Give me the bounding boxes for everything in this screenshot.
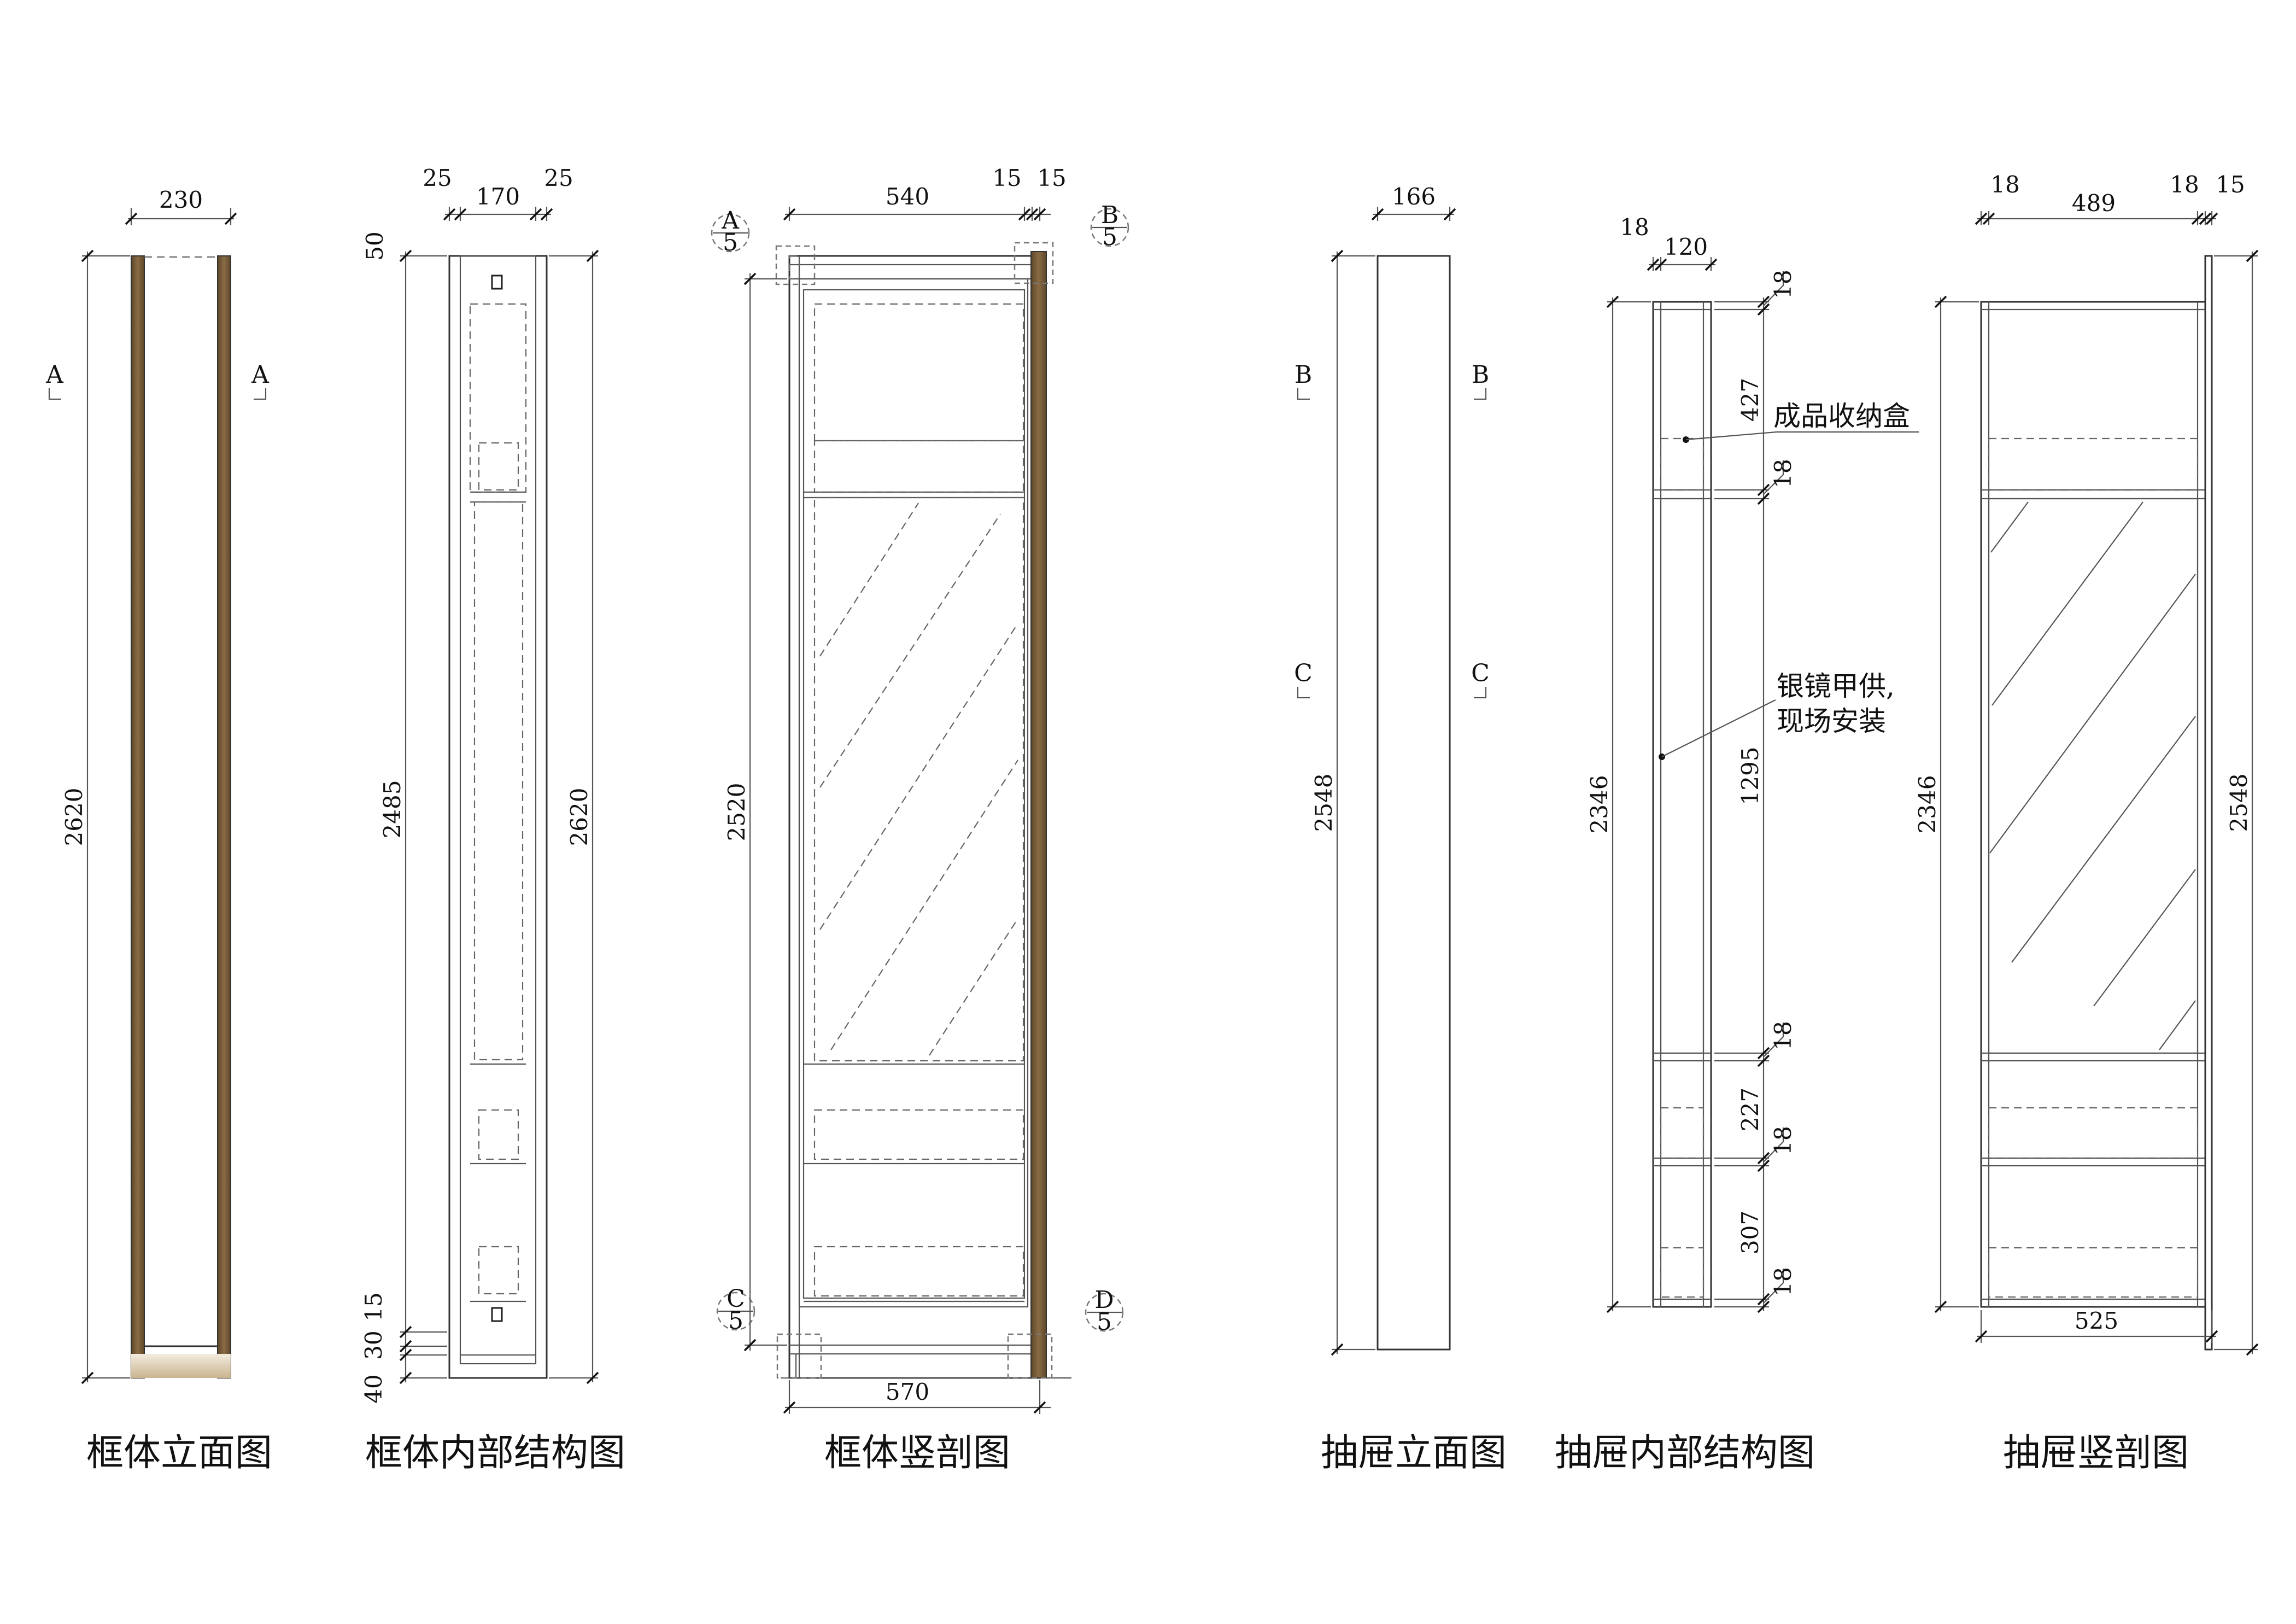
mirror-hatch — [819, 503, 1018, 1056]
dim-label: 2520 — [723, 783, 750, 842]
detail-letter: A — [721, 207, 740, 235]
section-mark-a-left: A — [45, 361, 64, 389]
dim-label: 18 — [1770, 1126, 1796, 1155]
dim-label: 40 — [360, 1374, 387, 1403]
dim-label: 18 — [1770, 1021, 1796, 1050]
dim-frame-section-width: 540 15 15 — [783, 165, 1067, 221]
frame-left-panel — [131, 255, 145, 1378]
dim-label: 25 — [423, 165, 452, 191]
dim-drawer-elevation-height: 2548 — [1310, 249, 1375, 1356]
view-frame-elevation: 230 2620 A A 框体立面图 — [45, 186, 272, 1475]
dim-frame-internal-width: 25 170 25 — [423, 165, 573, 221]
dim-label: 525 — [2075, 1307, 2118, 1334]
detail-callout-a: A 5 — [711, 207, 816, 285]
dim-label: 2620 — [566, 788, 593, 846]
dim-label: 540 — [886, 183, 929, 210]
detail-letter: D — [1094, 1286, 1114, 1314]
dim-frame-internal-height: 2620 — [549, 249, 599, 1385]
dim-label: 18 — [1770, 1267, 1796, 1296]
section-mark-c-left: C — [1294, 659, 1313, 687]
dim-label: 427 — [1737, 378, 1764, 422]
title-drawer-internal: 抽屉内部结构图 — [1555, 1432, 1815, 1475]
hinge-top-icon — [491, 274, 503, 290]
view-drawer-section: 18 489 18 15 2346 2548 525 — [1914, 171, 2259, 1475]
dim-drawer-internal-height: 2346 — [1586, 295, 1651, 1313]
detail-callout-b: B 5 — [1014, 201, 1129, 284]
title-drawer-section: 抽屉竖剖图 — [2003, 1432, 2189, 1475]
dim-drawer-internal-chain: 18 427 18 1295 18 227 18 307 18 — [1714, 270, 1796, 1313]
note-text-line2: 现场安装 — [1777, 705, 1886, 737]
dim-drawer-section-total-height: 2548 — [2214, 249, 2259, 1356]
note-text-line1: 银镜甲供, — [1777, 670, 1895, 702]
dim-drawer-internal-width: 18 120 — [1620, 214, 1718, 271]
title-frame-elevation: 框体立面图 — [86, 1432, 272, 1475]
detail-number: 5 — [728, 1307, 743, 1335]
view-frame-internal: 25 170 25 50 2485 15 30 40 — [360, 165, 625, 1475]
dim-label: 18 — [1770, 270, 1796, 299]
dim-label: 1295 — [1737, 747, 1764, 805]
dim-label: 25 — [544, 165, 573, 191]
dim-label: 166 — [1392, 183, 1436, 210]
dim-drawer-section-width: 18 489 18 15 — [1975, 171, 2245, 225]
dim-frame-section-height: 2520 — [723, 272, 787, 1352]
detail-callout-d: D 5 — [1007, 1286, 1124, 1379]
title-drawer-elevation: 抽屉立面图 — [1321, 1432, 1507, 1475]
dim-label: 50 — [361, 231, 388, 260]
dim-label: 2485 — [379, 780, 406, 839]
dim-label: 15 — [992, 165, 1021, 191]
detail-callout-c: C 5 — [716, 1285, 822, 1379]
dim-label: 15 — [2216, 171, 2245, 198]
dim-label: 2346 — [1586, 775, 1613, 834]
section-mark-c-right: C — [1471, 659, 1490, 687]
note-storage-box: 成品收纳盒 — [1683, 400, 1919, 443]
dim-label: 120 — [1664, 233, 1708, 260]
dim-label: 18 — [1620, 214, 1649, 241]
dim-label: 2620 — [61, 788, 87, 846]
dim-label: 2548 — [1310, 774, 1337, 832]
note-text: 成品收纳盒 — [1773, 400, 1910, 432]
detail-number: 5 — [1102, 223, 1117, 251]
dim-drawer-section-base: 525 — [1975, 1307, 2218, 1343]
dim-label: 30 — [360, 1330, 387, 1359]
title-frame-internal: 框体内部结构图 — [365, 1432, 625, 1475]
dim-drawer-section-inner-height: 2346 — [1914, 295, 1979, 1313]
section-mark-b-right: B — [1472, 361, 1489, 389]
mirror-hatch — [1989, 501, 2196, 1050]
dim-drawer-elevation-width: 166 — [1371, 183, 1456, 221]
frame-right-panel — [217, 255, 231, 1378]
dim-label: 2346 — [1914, 775, 1941, 834]
dim-label: 18 — [1990, 171, 2019, 198]
dim-label: 307 — [1737, 1211, 1764, 1254]
door-panel — [1030, 251, 1047, 1378]
frame-base-plinth — [131, 1354, 231, 1378]
dim-label: 15 — [360, 1292, 387, 1321]
dim-label: 489 — [2072, 190, 2116, 217]
title-frame-section: 框体竖剖图 — [824, 1432, 1010, 1475]
view-frame-section: A 5 B 5 C 5 D 5 — [711, 165, 1129, 1475]
detail-number: 5 — [1097, 1308, 1112, 1336]
dim-frame-section-base: 570 — [783, 1378, 1051, 1414]
dim-label: 570 — [886, 1378, 929, 1405]
dim-label: 170 — [476, 183, 520, 210]
detail-number: 5 — [723, 229, 738, 256]
dim-label: 230 — [159, 186, 203, 213]
detail-letter: C — [727, 1285, 745, 1313]
dim-frame-elevation-height: 2620 — [61, 249, 130, 1385]
view-drawer-internal: 18 120 2346 — [1555, 214, 1919, 1475]
dim-frame-internal-left: 50 2485 15 30 40 — [360, 231, 447, 1404]
dim-frame-elevation-width: 230 — [125, 186, 237, 225]
view-drawer-elevation: 166 2548 B B C C 抽屉立面图 — [1294, 183, 1507, 1475]
dim-label: 2548 — [2225, 774, 2252, 832]
hinge-bottom-icon — [491, 1307, 503, 1322]
note-mirror: 银镜甲供, 现场安装 — [1659, 670, 1895, 760]
section-mark-b-left: B — [1295, 361, 1312, 389]
dim-label: 18 — [1770, 459, 1796, 488]
detail-letter: B — [1101, 201, 1118, 229]
dim-label: 227 — [1737, 1088, 1764, 1131]
section-mark-a-right: A — [251, 361, 270, 389]
dim-label: 18 — [2170, 171, 2199, 198]
dim-label: 15 — [1037, 165, 1066, 191]
